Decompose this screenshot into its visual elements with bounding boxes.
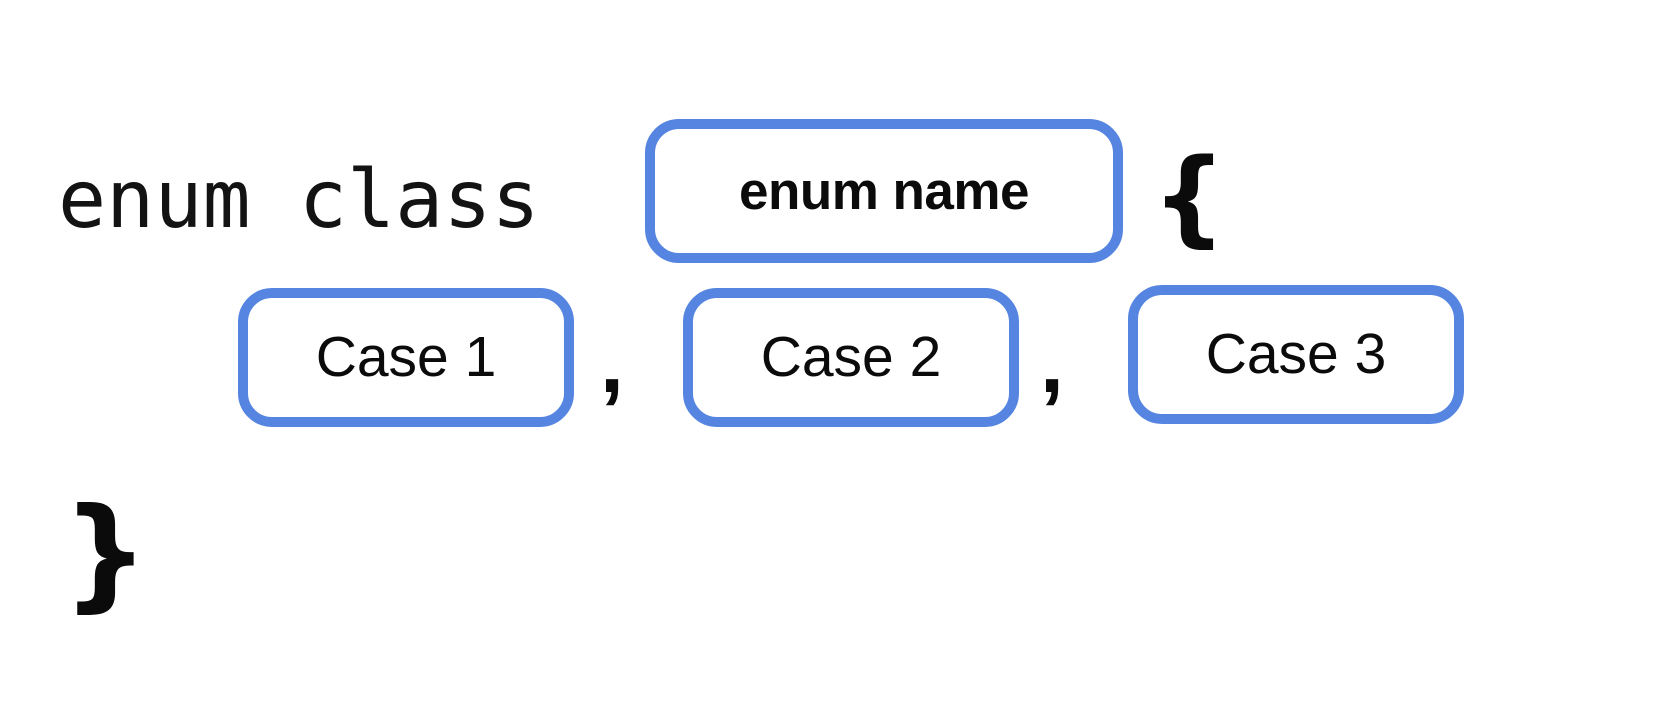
case-slot-2-label: Case 2 xyxy=(760,325,942,389)
case-slot-3[interactable]: Case 3 xyxy=(1128,285,1464,424)
open-brace: { xyxy=(1152,136,1227,258)
case-slot-2[interactable]: Case 2 xyxy=(683,288,1019,427)
enum-name-slot-label: enum name xyxy=(738,161,1030,221)
case-slot-1[interactable]: Case 1 xyxy=(238,288,574,427)
close-brace: } xyxy=(62,482,149,624)
case-separator-comma-2: , xyxy=(1040,315,1064,411)
case-separator-comma-1: , xyxy=(600,315,624,411)
enum-name-slot[interactable]: enum name xyxy=(645,119,1123,263)
keyword-enum-class: enum class xyxy=(58,153,540,246)
case-slot-3-label: Case 3 xyxy=(1205,322,1387,386)
case-slot-1-label: Case 1 xyxy=(315,325,497,389)
